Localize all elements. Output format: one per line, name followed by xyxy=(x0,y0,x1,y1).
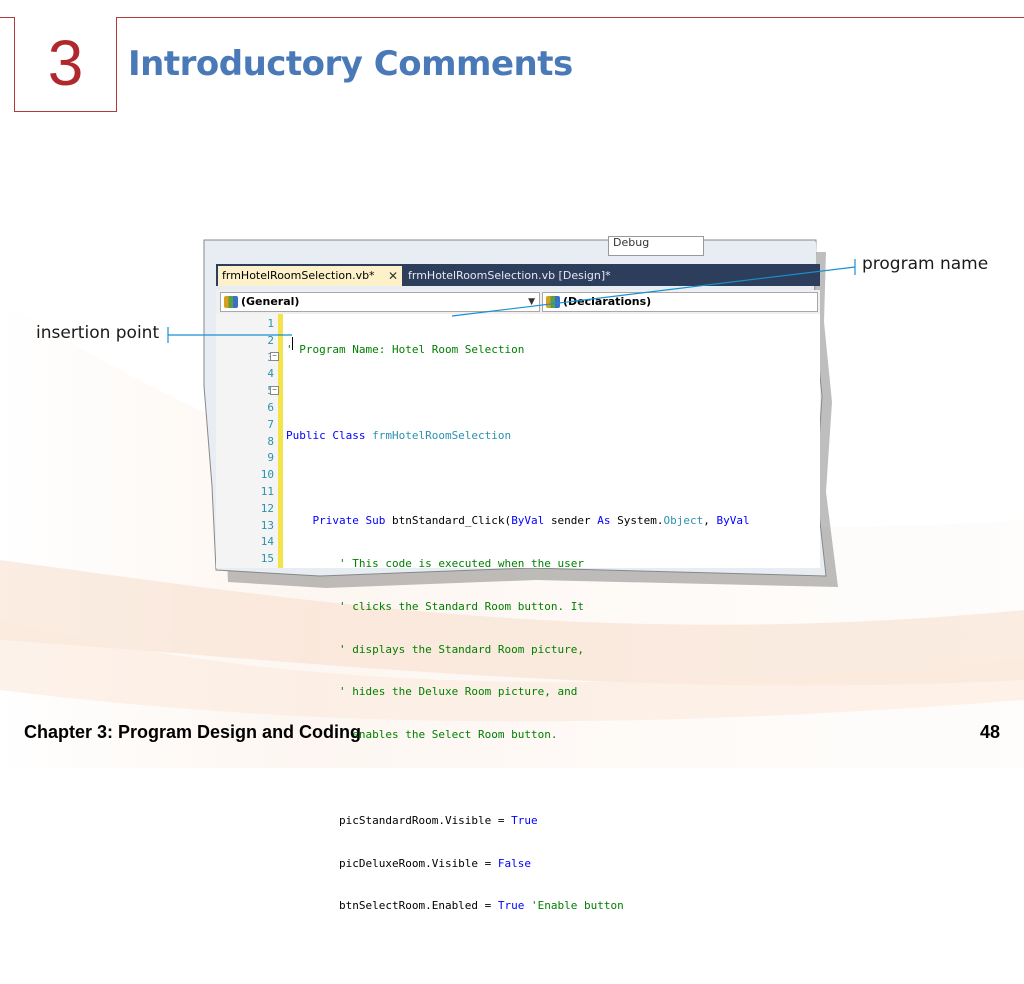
method-dropdown[interactable]: (Declarations) xyxy=(542,292,818,312)
code-line-6: ' This code is executed when the user xyxy=(286,556,585,570)
code-line-1: ' Program Name: Hotel Room Selection xyxy=(286,343,525,356)
code-editor-figure: Debug frmHotelRoomSelection.vb* ✕ frmHot… xyxy=(200,236,840,912)
line-numbers: 123456789101112131415 xyxy=(236,316,274,568)
code-line-3: Public Class frmHotelRoomSelection xyxy=(286,428,512,442)
code-line-13: picDeluxeRoom.Visible = False xyxy=(286,856,532,870)
line-number: 15 xyxy=(260,552,274,566)
tab-code-view[interactable]: frmHotelRoomSelection.vb* ✕ xyxy=(218,266,402,286)
callout-program-name: program name xyxy=(862,254,989,274)
navigation-bar: (General) ▼ (Declarations) xyxy=(216,290,820,315)
code-line-9: ' hides the Deluxe Room picture, and xyxy=(286,685,578,699)
tab-label: frmHotelRoomSelection.vb* xyxy=(222,269,375,282)
line-number: 11 xyxy=(260,484,274,498)
code-line-7: ' clicks the Standard Room button. It xyxy=(286,599,585,613)
line-number: 13 xyxy=(260,518,274,532)
line-number: 4 xyxy=(267,367,274,381)
code-lines: ' Program Name: Hotel Room Selection Pub… xyxy=(286,316,816,984)
member-icon xyxy=(546,296,560,308)
change-tracking-bar xyxy=(278,314,283,568)
code-line-15 xyxy=(286,941,816,958)
tab-design-view[interactable]: frmHotelRoomSelection.vb [Design]* xyxy=(408,269,611,282)
line-number: 12 xyxy=(260,501,274,515)
code-line-2 xyxy=(286,385,816,402)
code-line-10: ' enables the Select Room button. xyxy=(286,728,558,742)
code-line-5: Private Sub btnStandard_Click(ByVal send… xyxy=(286,514,750,528)
collapse-icon[interactable]: − xyxy=(270,352,279,361)
code-line-14: btnSelectRoom.Enabled = True 'Enable but… xyxy=(286,899,624,913)
chevron-down-icon[interactable]: ▼ xyxy=(528,297,535,307)
line-number: 5 xyxy=(236,383,274,400)
line-number: 14 xyxy=(260,535,274,549)
code-editor[interactable]: 123456789101112131415 − − ' Program Name… xyxy=(216,314,820,912)
code-line-11 xyxy=(286,770,816,787)
close-icon[interactable]: ✕ xyxy=(388,269,399,283)
chapter-box: 3 xyxy=(14,17,117,112)
line-number: 6 xyxy=(267,400,274,414)
solution-config-combo[interactable]: Debug xyxy=(608,236,704,256)
slide-title: Introductory Comments xyxy=(128,44,573,84)
code-line-12: picStandardRoom.Visible = True xyxy=(286,813,538,827)
code-line-8: ' displays the Standard Room picture, xyxy=(286,642,585,656)
line-number: 9 xyxy=(267,451,274,465)
line-number: 8 xyxy=(267,434,274,448)
class-icon xyxy=(224,296,238,308)
line-number: 3 xyxy=(236,350,274,367)
line-number: 10 xyxy=(260,468,274,482)
class-dropdown-value: (General) xyxy=(241,295,300,308)
chapter-number: 3 xyxy=(47,27,84,99)
code-line-4 xyxy=(286,470,816,487)
collapse-icon[interactable]: − xyxy=(270,386,279,395)
line-number: 7 xyxy=(267,417,274,431)
page-number: 48 xyxy=(979,722,1000,742)
line-number: 1 xyxy=(267,317,274,330)
header-rule xyxy=(0,17,1024,18)
insertion-caret xyxy=(292,337,293,350)
footer-chapter: Chapter 3: Program Design and Coding xyxy=(24,722,362,742)
line-number: 2 xyxy=(267,333,274,347)
class-dropdown[interactable]: (General) ▼ xyxy=(220,292,540,312)
method-dropdown-value: (Declarations) xyxy=(563,295,652,308)
toolbar-strip xyxy=(206,242,816,264)
callout-insertion-point: insertion point xyxy=(36,323,160,343)
